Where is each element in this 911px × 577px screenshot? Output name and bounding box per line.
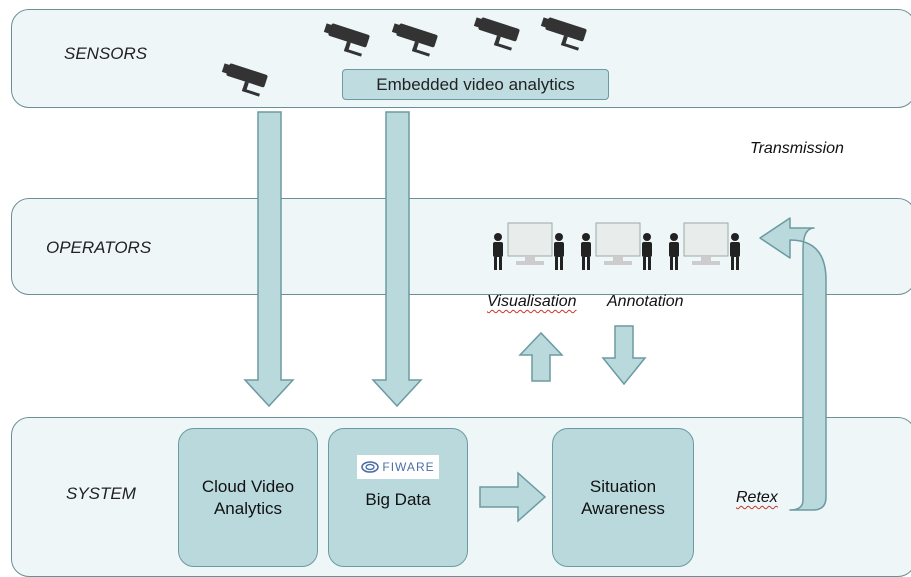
arrow-sensors-to-cloud: [243, 111, 295, 408]
operators-label: OPERATORS: [46, 238, 152, 257]
embedded-video-analytics-box: Embedded video analytics: [342, 69, 609, 100]
arrow-annotation-down: [601, 325, 647, 386]
annotation-label: Annotation: [607, 293, 684, 310]
retex-label: Retex: [736, 489, 778, 506]
cloud-video-analytics-label: Cloud Video Analytics: [201, 476, 295, 518]
big-data-box: FIWARE Big Data: [328, 428, 468, 567]
sensors-label: SENSORS: [64, 44, 148, 63]
arrow-retex-curved: [759, 217, 827, 511]
big-data-label: Big Data: [365, 490, 431, 509]
operator-workstations-icon: [493, 222, 740, 270]
camera-icon: [221, 17, 587, 97]
situation-awareness-label: Situation Awareness: [581, 476, 665, 518]
arrow-visualisation-up: [518, 331, 564, 382]
situation-awareness-box: Situation Awareness: [552, 428, 694, 567]
fiware-swirl-icon: [361, 461, 380, 473]
visualisation-label: Visualisation: [487, 293, 577, 310]
operators-band: [11, 198, 911, 295]
transmission-label: Transmission: [750, 140, 844, 157]
fiware-logo: FIWARE: [357, 455, 439, 479]
cloud-video-analytics-box: Cloud Video Analytics: [178, 428, 318, 567]
system-label: SYSTEM: [66, 484, 136, 503]
arrow-sensors-to-bigdata: [371, 111, 423, 408]
arrow-bigdata-to-situation: [479, 471, 547, 523]
